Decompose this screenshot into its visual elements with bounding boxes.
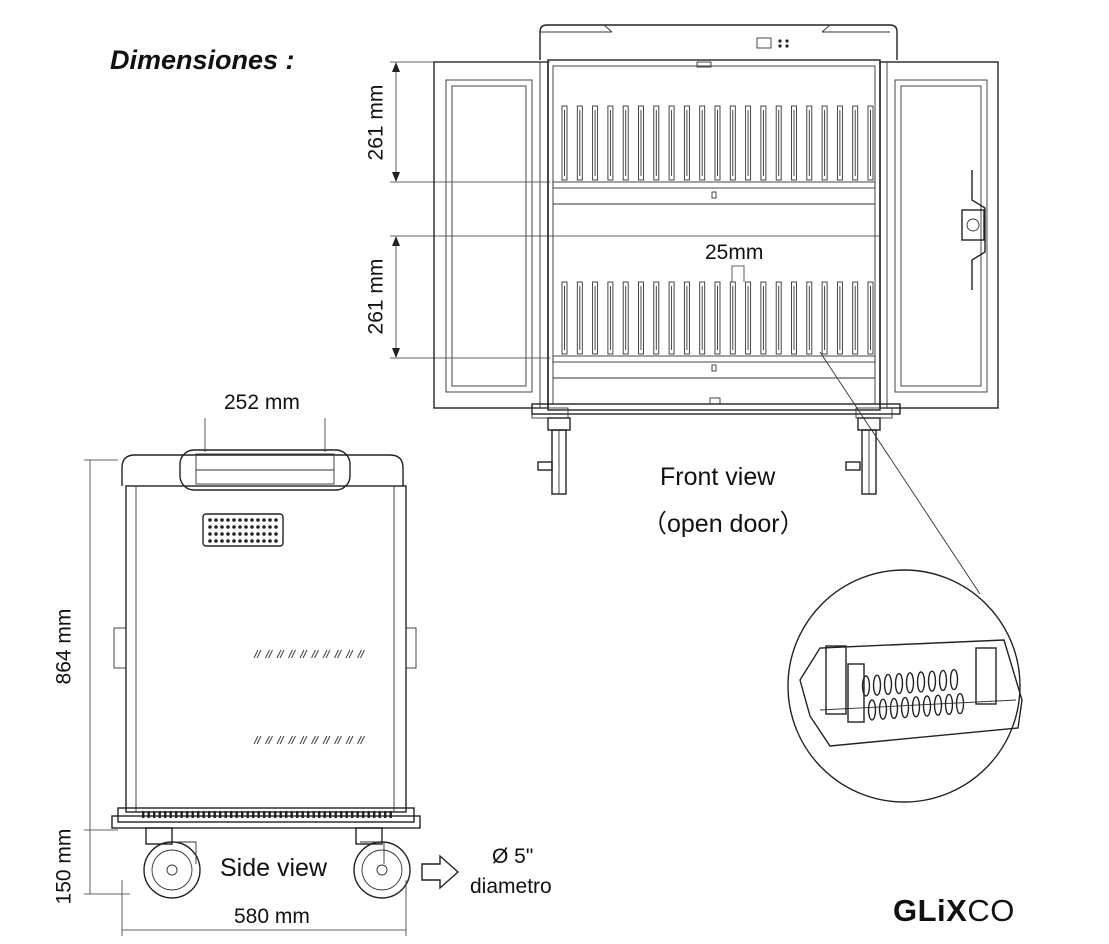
top-vent — [202, 513, 284, 547]
front-view-drawing — [390, 24, 999, 595]
brand-bold: GLiX — [893, 893, 968, 928]
right-door — [879, 61, 999, 409]
left-door — [433, 61, 549, 409]
depth-label: 580 mm — [234, 905, 310, 928]
page-heading: Dimensiones : — [110, 45, 295, 75]
wheel-diameter-unit: diametro — [470, 875, 552, 898]
control-panel-icon — [756, 37, 772, 49]
handle-width-label: 252 mm — [224, 391, 300, 414]
body-height-label: 864 mm — [52, 608, 76, 685]
wheel-height-label: 150 mm — [52, 828, 76, 905]
slot-detail-callout — [787, 569, 1023, 803]
front-left-caster — [537, 417, 571, 495]
brand-light: CO — [967, 893, 1015, 928]
vent-row-upper — [253, 649, 365, 659]
wheel-diameter-value: Ø 5" — [492, 845, 534, 868]
wheel-arrow-icon — [421, 854, 460, 890]
side-left-wheel — [143, 827, 201, 899]
front-view-subtitle: （open door） — [642, 510, 805, 538]
front-right-caster — [845, 417, 881, 495]
side-body — [125, 485, 407, 813]
side-view-drawing — [84, 418, 460, 936]
slot-width-label: 25mm — [705, 241, 764, 264]
lower-shelf-height-label: 261 mm — [364, 258, 388, 335]
detail-slot-rings — [861, 668, 965, 721]
vent-row-lower — [253, 735, 365, 745]
side-right-wheel — [353, 827, 411, 899]
upper-slot-dividers — [561, 105, 874, 181]
upper-shelf-height-label: 261 mm — [364, 84, 388, 161]
lower-slot-dividers — [561, 281, 874, 355]
handle — [179, 449, 351, 491]
side-view-title: Side view — [220, 854, 327, 882]
brand-logo: GLiXCO — [893, 895, 1015, 926]
lock-icon — [961, 209, 985, 241]
front-view-title: Front view — [660, 463, 776, 491]
